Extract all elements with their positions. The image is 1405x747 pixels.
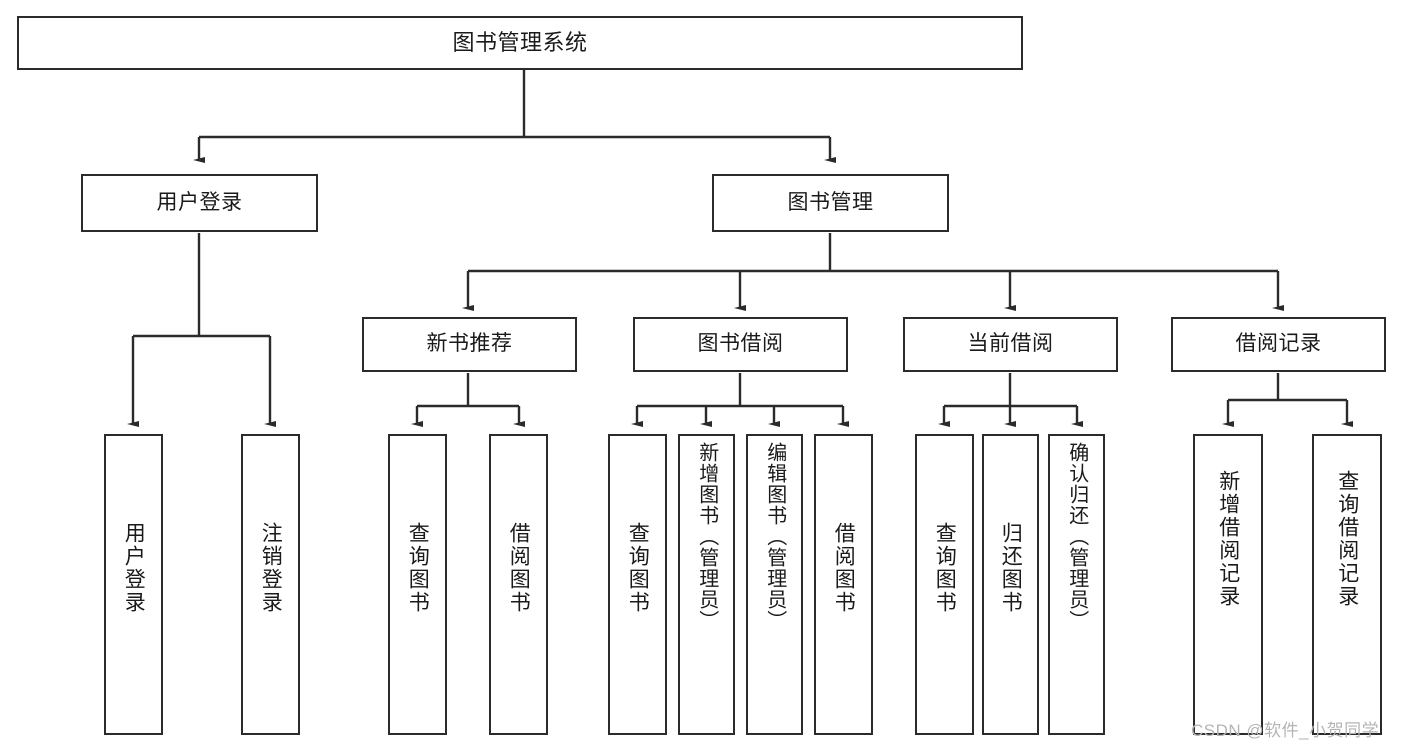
node-new-book-recommend[interactable]: 新书推荐 xyxy=(362,317,577,372)
node-label: 新增图书（管理员） xyxy=(695,442,718,631)
leaf-query-borrow-record[interactable]: 查询借阅记录 xyxy=(1312,434,1382,735)
leaf-edit-book-admin[interactable]: 编辑图书（管理员） xyxy=(746,434,803,735)
node-label: 借阅图书 xyxy=(832,522,856,614)
node-label: 查询图书 xyxy=(406,522,430,614)
leaf-borrow-book-recommend[interactable]: 借阅图书 xyxy=(489,434,548,735)
leaf-user-logout[interactable]: 注销登录 xyxy=(241,434,300,735)
node-label: 新增借阅记录 xyxy=(1216,470,1240,608)
node-label: 用户登录 xyxy=(156,190,243,214)
node-book-borrow[interactable]: 图书借阅 xyxy=(633,317,848,372)
node-label: 新书推荐 xyxy=(426,332,513,356)
node-root-library-system[interactable]: 图书管理系统 xyxy=(17,16,1023,70)
node-label: 确认归还（管理员） xyxy=(1065,442,1088,631)
node-label: 借阅记录 xyxy=(1235,332,1322,356)
node-label: 图书管理系统 xyxy=(452,30,588,56)
leaf-user-login[interactable]: 用户登录 xyxy=(104,434,163,735)
node-label: 图书借阅 xyxy=(697,332,784,356)
node-label: 用户登录 xyxy=(122,522,146,614)
node-label: 查询图书 xyxy=(933,522,957,614)
node-book-management[interactable]: 图书管理 xyxy=(712,174,949,232)
leaf-add-book-admin[interactable]: 新增图书（管理员） xyxy=(678,434,735,735)
node-label: 注销登录 xyxy=(259,522,283,614)
leaf-return-book[interactable]: 归还图书 xyxy=(982,434,1039,735)
node-label: 图书管理 xyxy=(787,190,874,214)
leaf-add-borrow-record[interactable]: 新增借阅记录 xyxy=(1193,434,1263,735)
leaf-confirm-return-admin[interactable]: 确认归还（管理员） xyxy=(1048,434,1105,735)
watermark-text: CSDN @软件_小贺同学 xyxy=(1191,721,1380,740)
node-label: 借阅图书 xyxy=(507,522,531,614)
node-label: 当前借阅 xyxy=(967,332,1054,356)
node-label: 查询图书 xyxy=(626,522,650,614)
node-label: 查询借阅记录 xyxy=(1335,470,1359,608)
leaf-borrow-book[interactable]: 借阅图书 xyxy=(814,434,873,735)
leaf-query-book-borrow[interactable]: 查询图书 xyxy=(608,434,667,735)
csdn-watermark: CSDN @软件_小贺同学 xyxy=(1191,716,1379,741)
node-label: 归还图书 xyxy=(999,522,1023,614)
node-borrow-records[interactable]: 借阅记录 xyxy=(1171,317,1386,372)
node-label: 编辑图书（管理员） xyxy=(763,442,786,631)
node-current-borrow[interactable]: 当前借阅 xyxy=(903,317,1118,372)
leaf-query-book-recommend[interactable]: 查询图书 xyxy=(388,434,447,735)
leaf-query-book-current[interactable]: 查询图书 xyxy=(915,434,974,735)
node-user-login[interactable]: 用户登录 xyxy=(81,174,318,232)
